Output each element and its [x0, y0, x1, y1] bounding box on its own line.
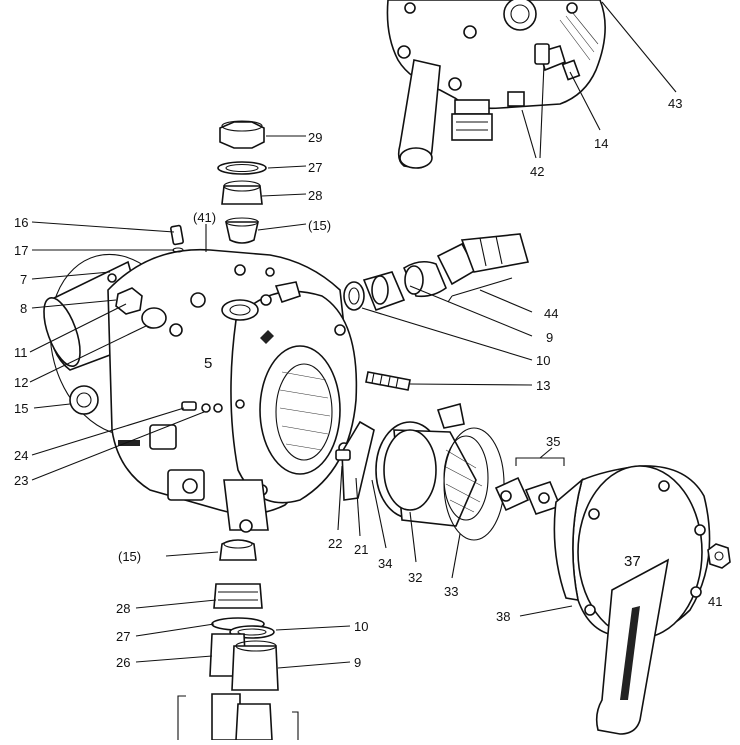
label-22: 22: [328, 536, 342, 551]
label-26: 26: [116, 655, 130, 670]
leader-10a: [361, 307, 533, 361]
label-5: 5: [204, 355, 212, 372]
label-15-left: 15: [14, 401, 28, 416]
label-35: 35: [546, 434, 560, 449]
label-28-bottom: 28: [116, 601, 130, 616]
leader-10b: [275, 625, 351, 631]
label-27: 27: [308, 160, 322, 175]
leader-14: [569, 71, 601, 131]
leader-16: [31, 221, 175, 233]
leader-42b: [521, 109, 537, 159]
label-13: 13: [536, 378, 550, 393]
leader-27b: [135, 623, 215, 637]
label-16: 16: [14, 215, 28, 230]
bracket-bottom-right: [292, 711, 299, 740]
leader-23: [31, 411, 205, 481]
label-10-bottom: 10: [354, 619, 368, 634]
leader-8: [31, 299, 117, 309]
leader-15a: [257, 223, 307, 231]
leader-26: [135, 655, 213, 663]
assembled-pump-unit: [386, 0, 606, 169]
label-8: 8: [20, 301, 27, 316]
leader-44-bracket-b: [447, 295, 453, 303]
leader-13: [409, 383, 533, 386]
leader-44-bracket-a: [451, 277, 513, 297]
label-41: 41: [708, 594, 722, 609]
bracket-bottom-left: [177, 695, 186, 740]
leader-32: [409, 511, 417, 563]
leader-42a: [539, 63, 545, 159]
label-37: 37: [624, 553, 641, 570]
leader-9b: [277, 661, 351, 669]
label-15-top: (15): [308, 218, 331, 233]
leader-43: [601, 1, 677, 93]
leader-24: [31, 407, 185, 456]
leader-11: [29, 303, 127, 353]
label-34: 34: [378, 556, 392, 571]
leader-27a: [267, 165, 307, 169]
label-43: 43: [668, 96, 682, 111]
label-9-bottom: 9: [354, 655, 361, 670]
label-44: 44: [544, 306, 558, 321]
leader-15b: [33, 403, 71, 409]
impeller-assembly: [335, 403, 505, 541]
label-38: 38: [496, 609, 510, 624]
label-32: 32: [408, 570, 422, 585]
label-42: 42: [530, 164, 544, 179]
leader-38: [519, 605, 573, 617]
leader-28a: [261, 193, 307, 197]
label-24: 24: [14, 448, 28, 463]
label-12: 12: [14, 375, 28, 390]
label-21: 21: [354, 542, 368, 557]
label-15-bottom: (15): [118, 549, 141, 564]
leader-34: [371, 479, 387, 549]
label-17: 17: [14, 243, 28, 258]
label-41-top: (41): [193, 210, 216, 225]
bracket-35: [515, 457, 565, 466]
leader-35: [539, 447, 553, 459]
label-23: 23: [14, 473, 28, 488]
leader-12: [29, 325, 147, 383]
label-10: 10: [536, 353, 550, 368]
label-14: 14: [594, 136, 608, 151]
pump-housing: [43, 224, 358, 533]
leader-7: [31, 271, 111, 280]
bottom-fittings-stack: [209, 539, 279, 741]
leader-33: [451, 533, 461, 579]
leader-28b: [135, 599, 217, 609]
pump-cover: [553, 465, 731, 735]
leader-22: [337, 465, 343, 531]
leader-9a: [409, 285, 533, 337]
leader-15c: [165, 551, 219, 557]
label-9: 9: [546, 330, 553, 345]
top-fittings-stack: [217, 120, 267, 244]
label-28: 28: [308, 188, 322, 203]
label-27-bottom: 27: [116, 629, 130, 644]
leader-21: [355, 477, 361, 537]
label-11: 11: [14, 345, 28, 360]
leader-44: [479, 289, 533, 313]
label-7: 7: [20, 272, 27, 287]
label-29: 29: [308, 130, 322, 145]
pipe-fittings-right: [343, 233, 530, 391]
label-33: 33: [444, 584, 458, 599]
valve-part-35: [494, 476, 562, 515]
